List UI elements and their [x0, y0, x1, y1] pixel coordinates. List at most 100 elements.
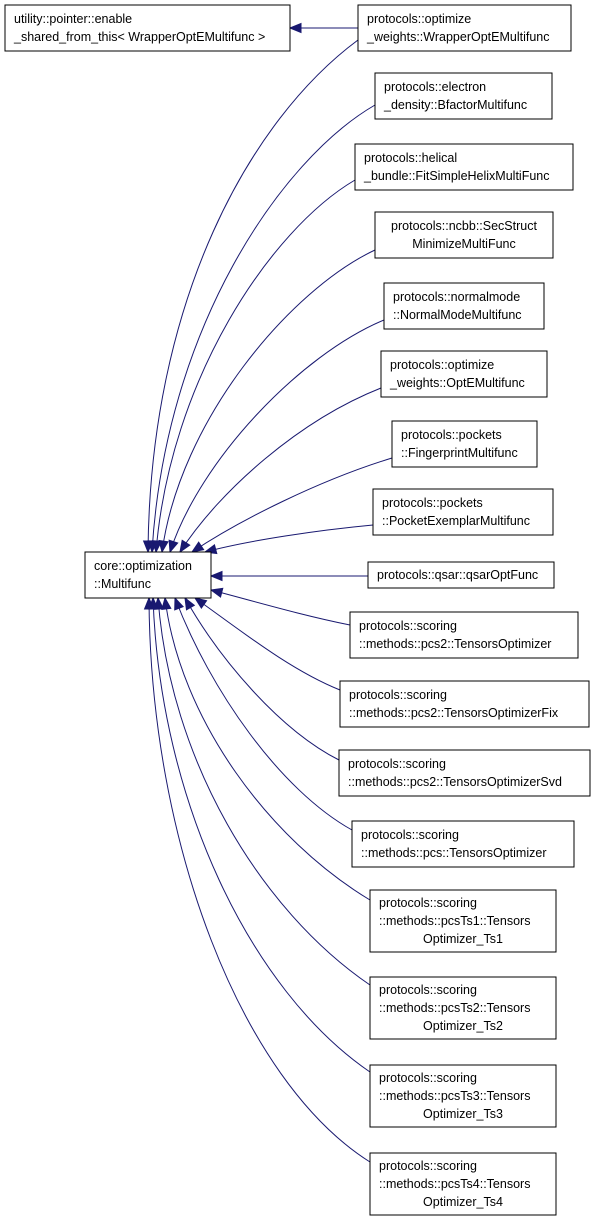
class-name-line: MinimizeMultiFunc: [412, 237, 516, 251]
edge-arrowhead: [184, 596, 196, 611]
inheritance-edge: [210, 589, 351, 626]
class-box: [372, 488, 554, 536]
edge-pcsts4-to-core_multifunc: [143, 596, 371, 1163]
class-name-line: ::Multifunc: [94, 577, 151, 591]
class-box: [369, 1064, 557, 1128]
class-node-pcsts3[interactable]: protocols::scoring::methods::pcsTs3::Ten…: [369, 1064, 557, 1128]
class-box: [339, 680, 590, 728]
class-name-line: _bundle::FitSimpleHelixMultiFunc: [363, 169, 550, 183]
edge-pocketexemplar-to-core_multifunc: [203, 524, 374, 555]
class-node-pcs2-opt[interactable]: protocols::scoring::methods::pcs2::Tenso…: [349, 611, 579, 659]
class-node-base-utility[interactable]: utility::pointer::enable_shared_from_thi…: [4, 4, 291, 52]
inheritance-edge: [204, 524, 374, 553]
edge-wrapper_opte-to-core_multifunc: [142, 39, 359, 554]
class-node-pcs-opt[interactable]: protocols::scoring::methods::pcs::Tensor…: [351, 820, 575, 868]
class-name-line: ::FingerprintMultifunc: [401, 446, 518, 460]
class-name-line: protocols::pockets: [401, 428, 502, 442]
class-box: [367, 561, 555, 589]
edge-pcs_opt-to-core_multifunc: [174, 596, 353, 831]
edge-layer: [142, 22, 393, 1163]
class-name-line: ::methods::pcs2::TensorsOptimizerSvd: [348, 775, 562, 789]
class-name-line: Optimizer_Ts4: [423, 1195, 503, 1209]
edge-pcs2_opt-to-core_multifunc: [209, 587, 351, 626]
class-box: [380, 350, 548, 398]
edge-arrowhead: [143, 596, 155, 610]
class-name-line: protocols::normalmode: [393, 290, 520, 304]
class-name-line: protocols::scoring: [359, 619, 457, 633]
inheritance-edge: [161, 249, 376, 553]
edge-arrowhead: [168, 539, 179, 554]
class-node-pcs2-fix[interactable]: protocols::scoring::methods::pcs2::Tenso…: [339, 680, 590, 728]
class-box: [374, 211, 554, 259]
inheritance-edge: [151, 104, 376, 553]
edge-fingerprint-to-core_multifunc: [190, 457, 393, 553]
inheritance-edge: [164, 597, 371, 901]
inheritance-edge: [184, 597, 340, 761]
class-name-line: ::methods::pcs2::TensorsOptimizerFix: [349, 706, 559, 720]
class-name-line: protocols::scoring: [349, 688, 447, 702]
class-box: [84, 551, 212, 599]
edge-arrowhead: [209, 587, 224, 598]
class-node-pcsts1[interactable]: protocols::scoring::methods::pcsTs1::Ten…: [369, 889, 557, 953]
inheritance-edge: [174, 597, 353, 831]
inheritance-edge: [147, 39, 359, 553]
edge-pcsts1-to-core_multifunc: [161, 596, 371, 901]
edge-secstruct-to-core_multifunc: [158, 249, 376, 554]
inheritance-edge: [157, 597, 371, 986]
class-node-pcs2-svd[interactable]: protocols::scoring::methods::pcs2::Tenso…: [338, 749, 591, 797]
class-name-line: ::methods::pcs::TensorsOptimizer: [361, 846, 546, 860]
node-layer: utility::pointer::enable_shared_from_thi…: [4, 4, 591, 1216]
class-name-line: protocols::pockets: [382, 496, 483, 510]
class-box: [4, 4, 291, 52]
class-node-pcsts4[interactable]: protocols::scoring::methods::pcsTs4::Ten…: [369, 1152, 557, 1216]
class-name-line: Optimizer_Ts1: [423, 932, 503, 946]
class-node-pocketexemplar[interactable]: protocols::pockets::PocketExemplarMultif…: [372, 488, 554, 536]
class-name-line: _shared_from_this< WrapperOptEMultifunc …: [13, 30, 265, 44]
class-name-line: Optimizer_Ts2: [423, 1019, 503, 1033]
class-name-line: ::methods::pcsTs2::Tensors: [379, 1001, 530, 1015]
class-node-normalmode[interactable]: protocols::normalmode::NormalModeMultifu…: [383, 282, 545, 330]
class-name-line: protocols::qsar::qsarOptFunc: [377, 568, 538, 582]
class-node-opte[interactable]: protocols::optimize_weights::OptEMultifu…: [380, 350, 548, 398]
class-node-secstruct[interactable]: protocols::ncbb::SecStructMinimizeMultiF…: [374, 211, 554, 259]
edge-arrowhead: [161, 596, 172, 611]
class-box: [369, 976, 557, 1040]
class-box: [349, 611, 579, 659]
class-name-line: ::methods::pcsTs4::Tensors: [379, 1177, 530, 1191]
class-node-qsar[interactable]: protocols::qsar::qsarOptFunc: [367, 561, 555, 589]
class-name-line: utility::pointer::enable: [14, 12, 132, 26]
class-box: [357, 4, 572, 52]
inheritance-edge: [194, 597, 341, 691]
class-node-bfactor[interactable]: protocols::electron_density::BfactorMult…: [374, 72, 553, 120]
class-node-pcsts2[interactable]: protocols::scoring::methods::pcsTs2::Ten…: [369, 976, 557, 1040]
class-name-line: protocols::scoring: [361, 828, 459, 842]
class-name-line: core::optimization: [94, 559, 192, 573]
class-box: [391, 420, 538, 468]
edge-pcs2_fix-to-core_multifunc: [193, 597, 341, 691]
edge-arrowhead: [158, 539, 169, 554]
class-name-line: protocols::helical: [364, 151, 457, 165]
class-box: [369, 889, 557, 953]
edge-qsar-to-core_multifunc: [209, 570, 368, 582]
class-name-line: _weights::WrapperOptEMultifunc: [366, 30, 550, 44]
inheritance-edge: [148, 597, 371, 1163]
edge-arrowhead: [288, 22, 302, 34]
class-box: [351, 820, 575, 868]
class-name-line: protocols::scoring: [348, 757, 446, 771]
class-box: [354, 143, 574, 191]
class-name-line: protocols::ncbb::SecStruct: [391, 219, 537, 233]
class-node-helix[interactable]: protocols::helical_bundle::FitSimpleHeli…: [354, 143, 574, 191]
class-node-fingerprint[interactable]: protocols::pockets::FingerprintMultifunc: [391, 420, 538, 468]
edge-arrowhead: [190, 541, 205, 553]
class-node-core-multifunc[interactable]: core::optimization::Multifunc: [84, 551, 212, 599]
edge-arrowhead: [151, 540, 163, 554]
edge-pcsts2-to-core_multifunc: [153, 596, 371, 986]
class-name-line: ::PocketExemplarMultifunc: [382, 514, 530, 528]
class-name-line: protocols::scoring: [379, 1159, 477, 1173]
edge-opte-to-core_multifunc: [179, 387, 382, 554]
class-name-line: protocols::scoring: [379, 896, 477, 910]
class-node-wrapper-opte[interactable]: protocols::optimize_weights::WrapperOptE…: [357, 4, 572, 52]
class-box: [369, 1152, 557, 1216]
class-name-line: _density::BfactorMultifunc: [383, 98, 527, 112]
edge-helix-to-core_multifunc: [151, 179, 356, 554]
